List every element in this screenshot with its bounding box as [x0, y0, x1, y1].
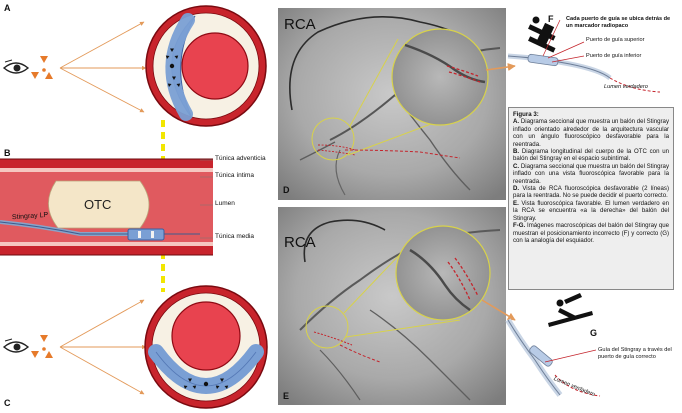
panel-label-d: D: [283, 185, 290, 195]
panel-e-fluoro: [278, 207, 516, 405]
radiation-icon-a: [31, 56, 53, 79]
caption-c-text: Diagrama seccional que muestra un balón …: [513, 162, 669, 185]
caption-d-text: Vista de RCA fluoroscópica desfavorable …: [513, 185, 669, 200]
note-radiopaque-marker: Cada puerto de guía se ubica detrás de u…: [566, 16, 671, 29]
panel-a-diagram: [2, 5, 267, 127]
label-tunica-media: Túnica media: [215, 233, 255, 240]
caption-fg-text: Imágenes macroscópicas del balón del Sti…: [513, 222, 669, 244]
skier-icon-g: [548, 286, 593, 327]
label-lumen: Lumen: [215, 200, 235, 207]
rca-label-d: RCA: [284, 16, 316, 33]
otc-plaque: [48, 180, 150, 229]
caption-a-key: A.: [513, 118, 520, 126]
caption-d-key: D.: [513, 185, 520, 193]
panel-label-f: F: [548, 14, 554, 24]
caption-e-key: E.: [513, 199, 519, 207]
label-tunica-adventicia: Túnica adventicia: [215, 155, 266, 162]
caption-b-key: B.: [513, 148, 520, 156]
otc-label: OTC: [84, 197, 112, 212]
note-upper-port: Puerto de guía superior: [586, 37, 645, 43]
figure-caption: Figura 3: A. Diagrama seccional que mues…: [508, 107, 674, 290]
panel-c-diagram: [2, 285, 268, 409]
note-lower-port: Puerto de guía inferior: [586, 53, 642, 59]
panel-label-a: A: [4, 3, 11, 13]
panel-label-e: E: [283, 391, 290, 401]
panel-f-macro: [507, 16, 661, 93]
caption-b-text: Diagrama longitudinal del cuerpo de la O…: [513, 148, 670, 163]
panel-d-fluoro: [278, 8, 516, 200]
rca-label-e: RCA: [284, 234, 316, 251]
lumen-c: [171, 301, 241, 371]
radiation-icon-c: [31, 335, 53, 358]
label-tunica-intima: Túnica íntima: [215, 172, 255, 179]
caption-e-text: Vista fluoroscópica favorable. El lumen …: [513, 199, 669, 222]
panel-b-diagram: [0, 158, 213, 256]
caption-fg-key: F-G.: [513, 222, 526, 230]
caption-a-text: Diagrama seccional que muestra un balón …: [513, 118, 669, 148]
eye-icon-c: [2, 338, 30, 353]
eye-icon-a: [2, 59, 30, 74]
caption-c-key: C.: [513, 162, 520, 170]
panel-label-b: B: [4, 148, 11, 158]
lumen-a: [181, 32, 249, 100]
skier-icon-f: [528, 16, 556, 53]
stingray-balloon-b: [127, 228, 165, 241]
caption-title: Figura 3:: [513, 111, 539, 118]
note-true-lumen-f: Lumen verdadero: [604, 84, 648, 90]
note-guide-correct-port: Guía del Stingray a través del puerto de…: [598, 347, 672, 360]
panel-label-c: C: [4, 398, 11, 408]
panel-label-g: G: [590, 328, 598, 338]
